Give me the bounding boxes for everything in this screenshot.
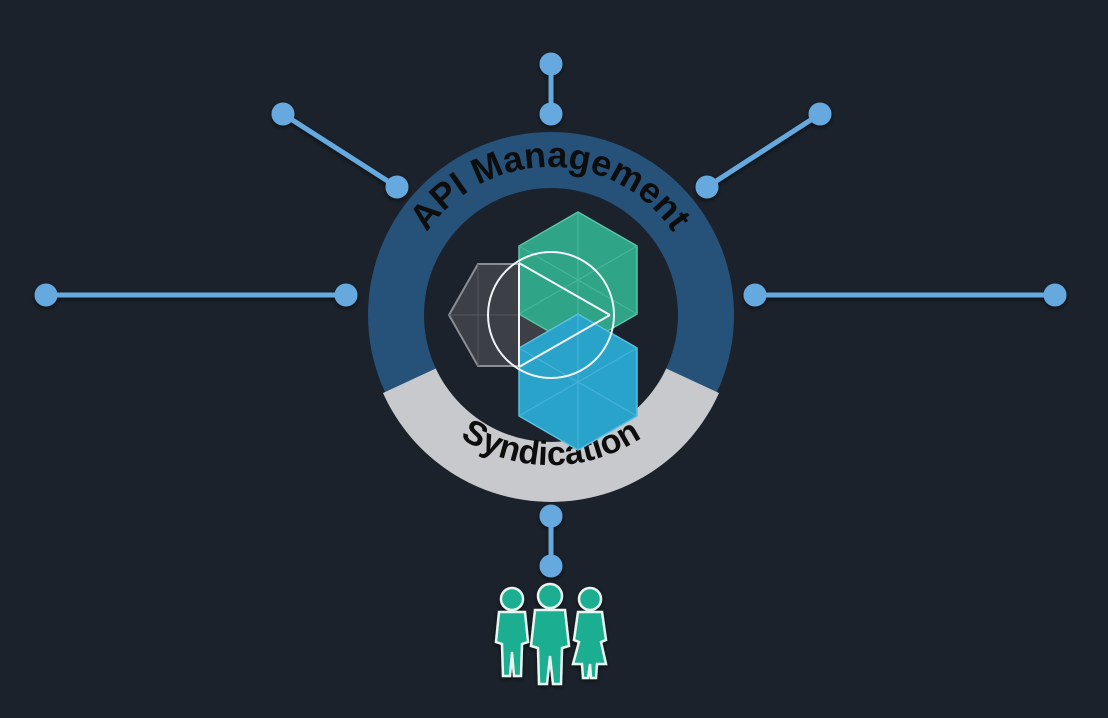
hexagon-cluster-icon bbox=[447, 211, 638, 451]
connector-top-left[interactable] bbox=[271, 102, 409, 199]
connector-top[interactable] bbox=[539, 52, 563, 126]
person-middle-icon bbox=[529, 582, 571, 686]
connector-top-right[interactable] bbox=[695, 102, 832, 199]
connectors bbox=[34, 52, 1067, 578]
people-group-icon[interactable] bbox=[494, 582, 608, 686]
connector-left[interactable] bbox=[34, 283, 358, 307]
person-right-icon bbox=[571, 586, 608, 680]
connector-bottom[interactable] bbox=[539, 504, 563, 578]
hexagon-overlay-lines bbox=[487, 251, 615, 379]
connector-right[interactable] bbox=[743, 283, 1067, 307]
person-left-icon bbox=[494, 586, 530, 678]
